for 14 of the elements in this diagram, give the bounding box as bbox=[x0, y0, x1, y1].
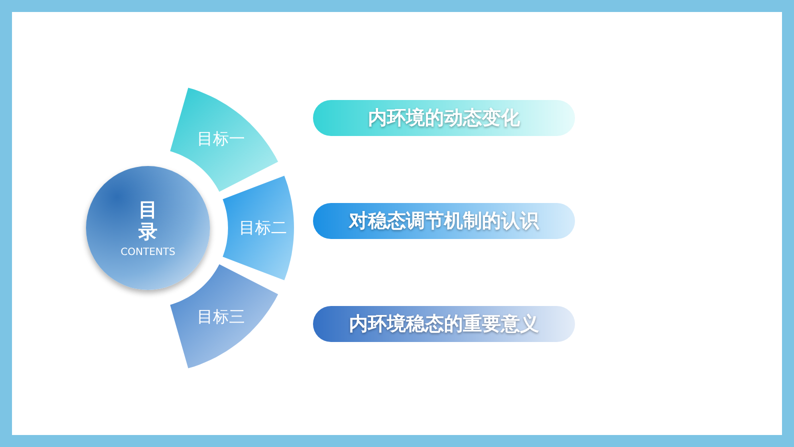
topic-bar bbox=[313, 203, 575, 239]
topic-label: 内环境稳态的重要意义 bbox=[349, 312, 539, 337]
segment-label: 目标三 bbox=[196, 306, 246, 327]
topic-bar bbox=[313, 306, 575, 342]
sector bbox=[170, 264, 279, 369]
topic-label: 内环境的动态变化 bbox=[368, 106, 520, 131]
segment-label: 目标一 bbox=[196, 129, 246, 150]
sector bbox=[222, 175, 294, 281]
subtitle: CONTENTS bbox=[120, 246, 176, 258]
topic-bar bbox=[313, 100, 575, 136]
segment-label: 目标二 bbox=[238, 218, 288, 238]
heading: 目录 bbox=[138, 198, 158, 242]
sector bbox=[170, 87, 279, 192]
topic-label: 对稳态调节机制的认识 bbox=[349, 209, 539, 234]
